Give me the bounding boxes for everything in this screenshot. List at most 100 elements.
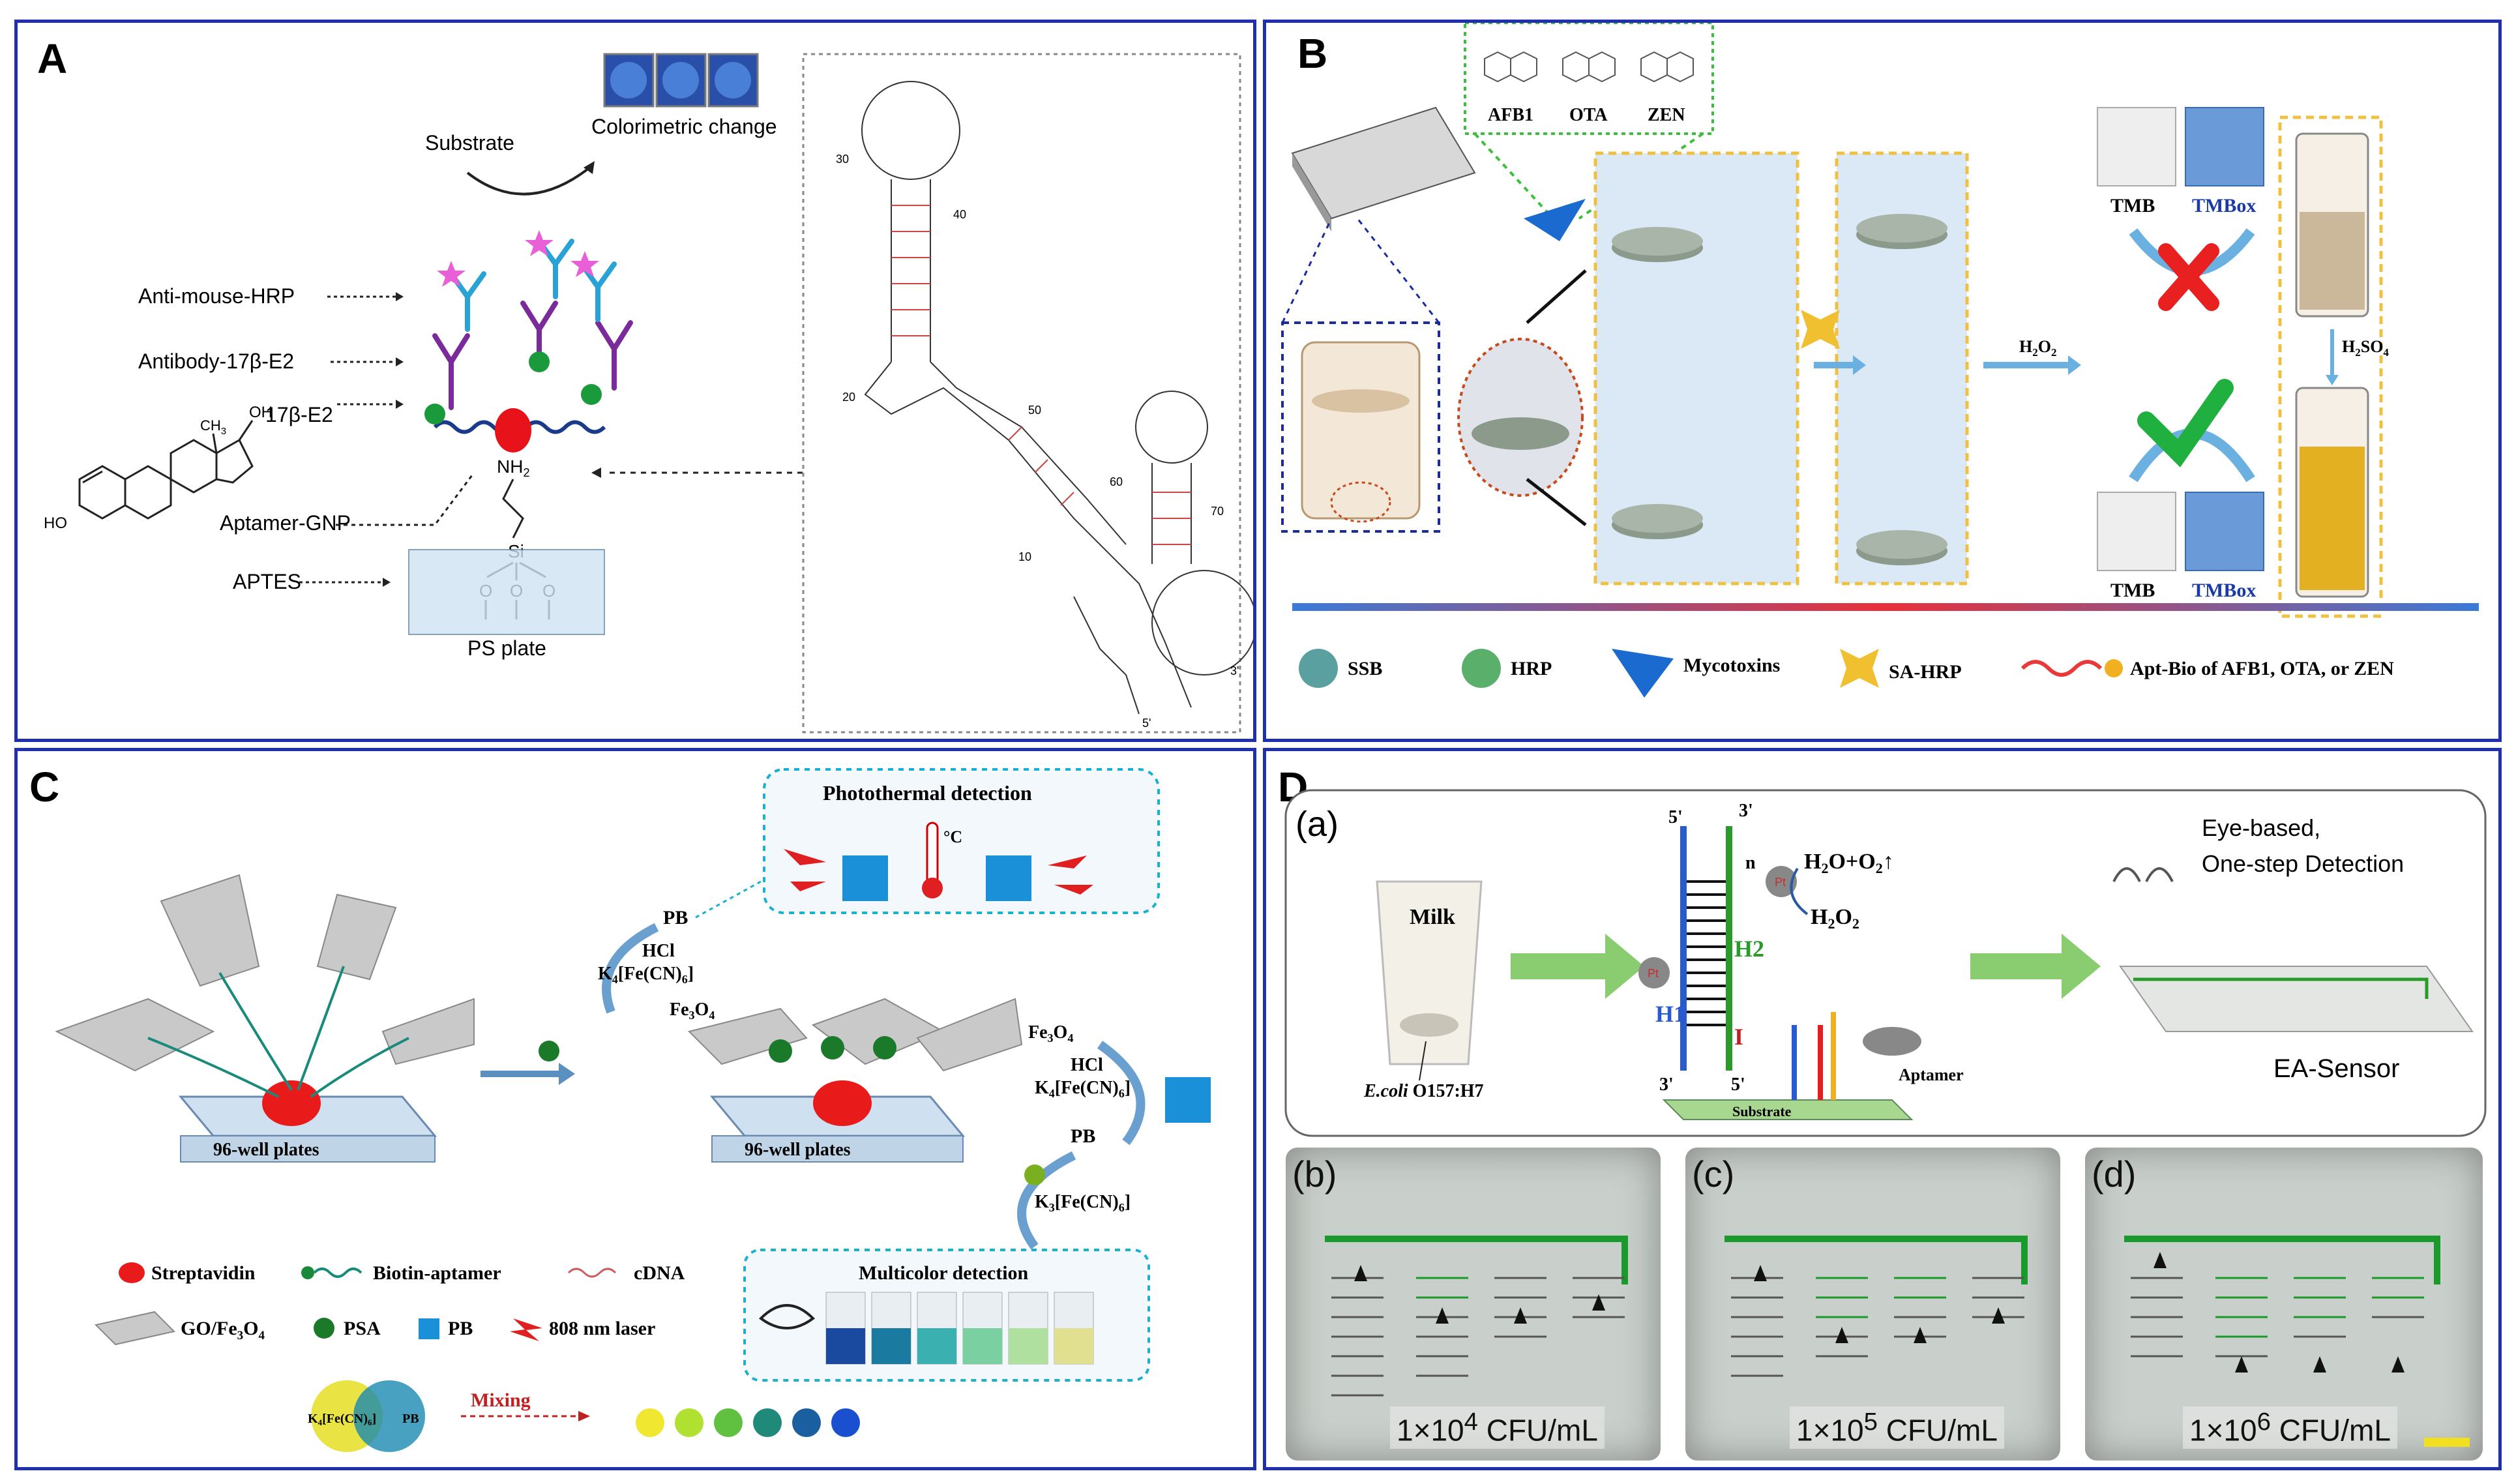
legend-sa-hrp: SA-HRP: [1889, 661, 1962, 683]
red-cross: [2158, 243, 2219, 311]
colorimetric-wells: [603, 53, 759, 108]
microplate: [1291, 106, 1476, 220]
anti-mouse-label: Anti-mouse-HRP: [138, 284, 295, 308]
seq-num-60: 60: [1110, 475, 1123, 488]
oh-label: OH: [249, 404, 273, 421]
legend-psa: PSA: [344, 1318, 381, 1339]
ecoli-label: E.coli O157:H7: [1363, 1081, 1484, 1101]
panel-c-diagram: Photothermal detection °C PB HCl K4[Fe(C…: [55, 768, 1211, 1452]
panel-a: A Colorimetric change Substrate Anti-mou…: [14, 20, 1256, 742]
milk-glass: [1376, 880, 1483, 1065]
pb-cube: [1165, 1077, 1211, 1123]
seq-num-50: 50: [1028, 404, 1041, 417]
ps-plate: [408, 549, 605, 635]
antibody-label: Antibody-17β-E2: [138, 349, 294, 373]
green-arrow-1: [1511, 934, 1644, 999]
green-arrow-2: [1970, 934, 2101, 999]
e2-molecules: [424, 351, 602, 424]
photo-d: (d) 1×106 CFU/mL: [2085, 1148, 2483, 1461]
hcl-1: HCl: [642, 941, 675, 961]
ps-plate-label: PS plate: [467, 636, 546, 660]
seq-num-40: 40: [953, 208, 966, 221]
mixing-label: Mixing: [471, 1389, 531, 1411]
seq-num-30: 30: [836, 153, 849, 166]
three-prime-bottom: 3': [1659, 1075, 1674, 1095]
pb-mid: PB: [1071, 1125, 1095, 1147]
ea-sensor-chip: [2119, 966, 2474, 1032]
substrate-block: [1662, 1099, 1914, 1120]
legend-ssb: SSB: [1348, 658, 1382, 679]
legend-streptavidin: Streptavidin: [151, 1262, 256, 1284]
hrp-stars: [437, 230, 599, 287]
panel-a-diagram: Colorimetric change Substrate Anti-mouse…: [44, 53, 1253, 734]
tmb-label-bottom: TMB: [2110, 580, 2155, 601]
three-prime: 3': [1230, 664, 1239, 677]
mix-k4: K4[Fe(CN)6]: [308, 1412, 376, 1427]
photo-c: (c) 1×105 CFU/mL: [1685, 1148, 2060, 1461]
h2o2-label: H2O2: [2019, 337, 2056, 359]
aptamer-label-d: Aptamer: [1899, 1065, 1964, 1084]
conc-d: 1×106 CFU/mL: [2183, 1406, 2397, 1449]
k4-2: K4[Fe(CN)6]: [1035, 1078, 1131, 1100]
aptamer-secondary-structure: [861, 81, 1253, 715]
pt-label-2: Pt: [1775, 876, 1786, 889]
nh2-label: NH2: [497, 456, 529, 479]
e2-label: 17β-E2: [265, 403, 333, 426]
gradient-divider: [1292, 603, 2479, 611]
multicolor-cuvettes: [825, 1292, 1094, 1365]
hcl-2: HCl: [1071, 1055, 1103, 1075]
legend-apt-bio: Apt-Bio of AFB1, OTA, or ZEN: [2130, 658, 2394, 679]
photo-b: (b) 1×104 CFU/mL: [1286, 1148, 1661, 1461]
k4-1: K4[Fe(CN)6]: [598, 964, 694, 986]
go-sheets-left: [55, 874, 475, 1072]
seq-num-20: 20: [842, 391, 855, 404]
tmbox-box-bottom: [2185, 492, 2264, 571]
legend-go-fe3o4: GO/Fe3O4: [181, 1318, 265, 1343]
legend-pb: PB: [448, 1318, 473, 1339]
milk-label: Milk: [1410, 905, 1455, 929]
pt-particle-2: [1766, 866, 1797, 897]
panel-b-diagram: AFB1 OTA ZEN H2O2: [1281, 23, 2479, 698]
substrate-arrow: [466, 165, 593, 196]
aptamer-gnp-label: Aptamer-GNP: [220, 511, 351, 535]
fe3o4-right: Fe3O4: [1028, 1022, 1073, 1045]
sub-d-label: (d): [2092, 1153, 2137, 1195]
seq-num-10: 10: [1018, 550, 1031, 563]
subpanel-a-box: [1284, 789, 2487, 1137]
legend-c: Streptavidin Biotin-aptamer cDNA GO/Fe3O…: [95, 1262, 685, 1346]
toxin-afb1: AFB1: [1488, 105, 1533, 125]
eye-icon: [758, 1304, 816, 1329]
plates-mid: 96-well plates: [745, 1140, 851, 1160]
h1-label: H1: [1655, 1001, 1685, 1027]
estradiol-structure: [78, 420, 254, 520]
ch3-label: CH3: [200, 417, 226, 437]
five-prime: 5': [1142, 717, 1151, 730]
h2o2-label-d: H2O2: [1811, 905, 1859, 932]
n-label: n: [1745, 853, 1756, 873]
panel-b: B AFB1 OTA ZEN: [1263, 20, 2502, 742]
h2o-o2-label: H2O+O2↑: [1804, 850, 1894, 876]
five-prime-d: 5': [1668, 807, 1683, 827]
panel-d: D (a) Milk E.coli O157:H7 5' 3' n Pt Pt …: [1263, 748, 2502, 1470]
tmb-label-top: TMB: [2110, 195, 2155, 216]
panel-a-label: A: [37, 35, 68, 82]
ea-sensor-label: EA-Sensor: [2273, 1054, 2399, 1083]
pt-label-1: Pt: [1648, 967, 1659, 980]
i-label: I: [1734, 1024, 1743, 1050]
gold-nanoparticle: [495, 408, 531, 453]
sub-b-label: (b): [1292, 1153, 1337, 1195]
psa-icon: [539, 1041, 559, 1061]
color-scale-dots: [636, 1408, 860, 1437]
pb-top: PB: [663, 907, 688, 928]
k3-label: K3[Fe(CN)6]: [1035, 1192, 1131, 1214]
eye-based-label: Eye-based,: [2202, 814, 2320, 841]
legend-cdna: cDNA: [634, 1262, 685, 1284]
substrate-label: Substrate: [425, 131, 514, 155]
tmb-box-top: [2097, 107, 2176, 186]
fe3o4-top: Fe3O4: [670, 1000, 715, 1022]
scale-bar: [2424, 1438, 2470, 1447]
panel-d-diagram: (a) Milk E.coli O157:H7 5' 3' n Pt Pt H2…: [1284, 789, 2487, 1137]
panel-b-label: B: [1297, 30, 1328, 77]
plates-left: 96-well plates: [213, 1140, 319, 1160]
multicolor-label: Multicolor detection: [859, 1262, 1029, 1284]
